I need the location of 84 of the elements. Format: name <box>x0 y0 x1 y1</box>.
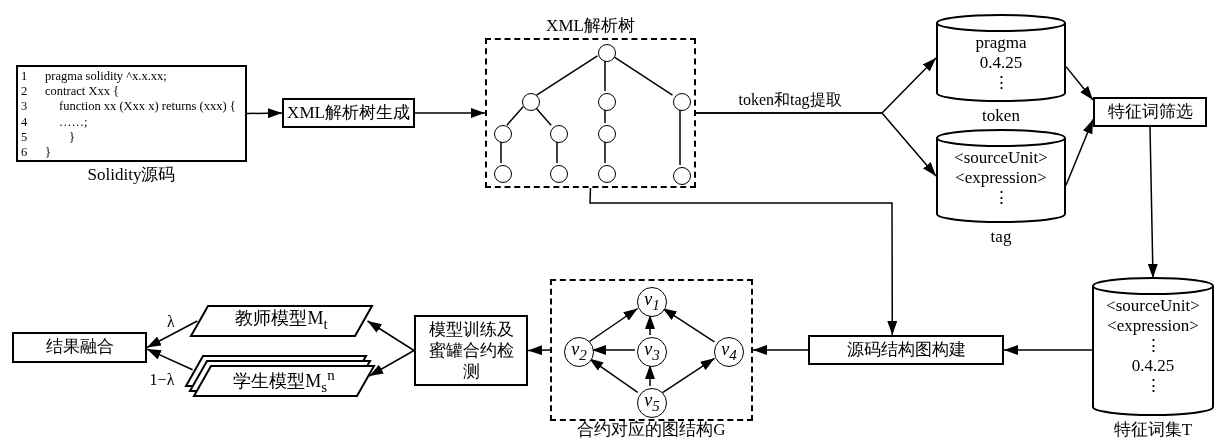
line-number: 4 <box>21 114 29 130</box>
line-number: 6 <box>21 145 29 161</box>
arrow <box>1147 126 1158 279</box>
tree-node-circle <box>673 93 691 111</box>
cylinder-text: <expression> <box>955 168 1047 188</box>
process-box: 源码结构图构建 <box>808 335 1004 365</box>
arrow <box>695 112 937 177</box>
graph-vertex: v$_{2}$ <box>564 337 594 367</box>
graph-vertex: v$_{1}$ <box>637 287 667 317</box>
tree-node-circle <box>598 125 616 143</box>
arrow <box>366 320 415 352</box>
tree-node-circle <box>494 165 512 183</box>
arrow <box>146 320 199 349</box>
arrow <box>246 108 283 119</box>
node-label: 特征词集T <box>1113 421 1193 440</box>
connector-line <box>506 106 524 126</box>
graph-vertex: v$_{5}$ <box>637 388 667 418</box>
arrow <box>645 364 655 387</box>
connector-line <box>604 140 606 164</box>
group-title: XML解析树 <box>546 17 635 36</box>
arrow <box>589 187 898 336</box>
arrow <box>588 357 639 394</box>
node-label: tag <box>990 228 1012 247</box>
code-line: ……; <box>58 114 88 130</box>
process-box: XML解析树生成 <box>282 98 415 128</box>
arrow <box>1065 118 1094 186</box>
parallelogram <box>190 305 373 337</box>
group-title: 合约对应的图结构G <box>577 421 726 440</box>
cylinder-text: ⋮ <box>1144 336 1162 356</box>
connector-line <box>534 106 552 126</box>
edge-label: λ <box>165 313 177 331</box>
node-label: Solidity源码 <box>87 166 176 185</box>
tree-node-circle <box>494 125 512 143</box>
cylinder-text: 0.4.25 <box>979 53 1023 73</box>
line-number: 2 <box>21 84 29 100</box>
tree-node-circle <box>673 167 691 185</box>
code-line: } <box>68 129 75 145</box>
tree-node-circle <box>550 125 568 143</box>
connector-line <box>679 108 681 166</box>
cylinder-text: <sourceUnit> <box>954 148 1048 168</box>
connector-line <box>604 59 606 92</box>
arrow <box>414 108 486 118</box>
arrow <box>591 345 636 355</box>
tree-node-circle <box>598 44 616 62</box>
arrow <box>661 357 716 394</box>
arrow <box>588 307 639 343</box>
tree-node-circle <box>598 165 616 183</box>
arrow <box>1003 345 1093 355</box>
line-number: 1 <box>21 69 29 85</box>
cylinder-text: <sourceUnit> <box>1106 296 1200 316</box>
process-box: 模型训练及蜜罐合约检测 <box>414 315 528 386</box>
process-box: 特征词筛选 <box>1093 97 1207 127</box>
code-line: function xx (Xxx x) returns (xxx) { <box>58 99 236 115</box>
tree-node-circle <box>598 93 616 111</box>
arrow <box>645 314 655 336</box>
cylinder-text: ⋮ <box>992 73 1010 93</box>
code-line: pragma solidity ^x.x.xx; <box>45 69 167 85</box>
cylinder-text: <expression> <box>1107 316 1199 336</box>
code-line: } <box>45 145 51 161</box>
node-label: token <box>982 107 1020 126</box>
connector-line <box>604 108 606 124</box>
arrow <box>1065 65 1094 101</box>
line-number: 5 <box>21 129 29 145</box>
arrow <box>146 348 194 371</box>
cylinder-text: pragma <box>975 33 1027 53</box>
process-box: 结果融合 <box>12 332 147 363</box>
arrow <box>368 349 415 377</box>
tree-node-circle <box>522 93 540 111</box>
tree-node-circle <box>550 165 568 183</box>
line-number: 3 <box>21 99 29 115</box>
arrow <box>527 345 551 356</box>
stacked-parallelograms <box>185 355 375 397</box>
cylinder-text: 0.4.25 <box>1131 356 1175 376</box>
cylinder-text: ⋮ <box>992 188 1010 208</box>
parallelogram-text: 教师模型M$_{t}$ <box>235 309 328 333</box>
arrow <box>752 345 809 355</box>
cylinder-text: ⋮ <box>1144 376 1162 396</box>
graph-vertex: v$_{3}$ <box>637 337 667 367</box>
graph-vertex: v$_{4}$ <box>714 337 744 367</box>
connector-line <box>535 55 599 96</box>
connector-line <box>500 140 502 164</box>
edge-label: token和tag提取 <box>736 89 844 111</box>
code-line: contract Xxx { <box>45 84 120 100</box>
connector-line <box>556 140 558 164</box>
